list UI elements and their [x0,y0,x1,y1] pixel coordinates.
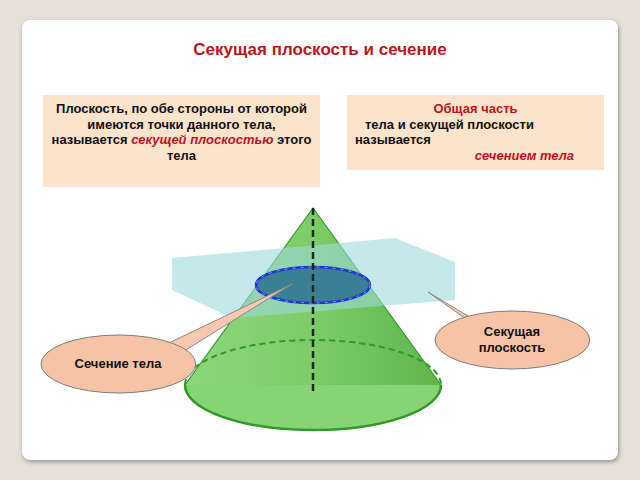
callout-ellipse: Секущая плоскость [434,310,591,370]
callout-ellipse-shape [435,311,590,369]
definition-text: Сечение тела [63,356,173,372]
definition-box: Общая частьтела и секущей плоскости назы… [347,95,604,170]
callout-ellipse: Сечение тела [40,334,197,394]
cone-axis [312,208,315,392]
highlight-term: сечением тела [355,148,596,164]
slide-title: Секущая плоскость и сечение [0,40,640,60]
definition-text: Секущая плоскость [457,324,567,355]
highlight-term: Общая часть [355,101,596,117]
cone-base-front [185,385,441,430]
highlight-term: секущей плоскостью [131,132,273,147]
callout-ellipse-shape [41,335,196,393]
definition-text: тела и секущей плоскости называется [355,117,596,148]
definition-box: Плоскость, по обе стороны от которой име… [43,95,320,187]
